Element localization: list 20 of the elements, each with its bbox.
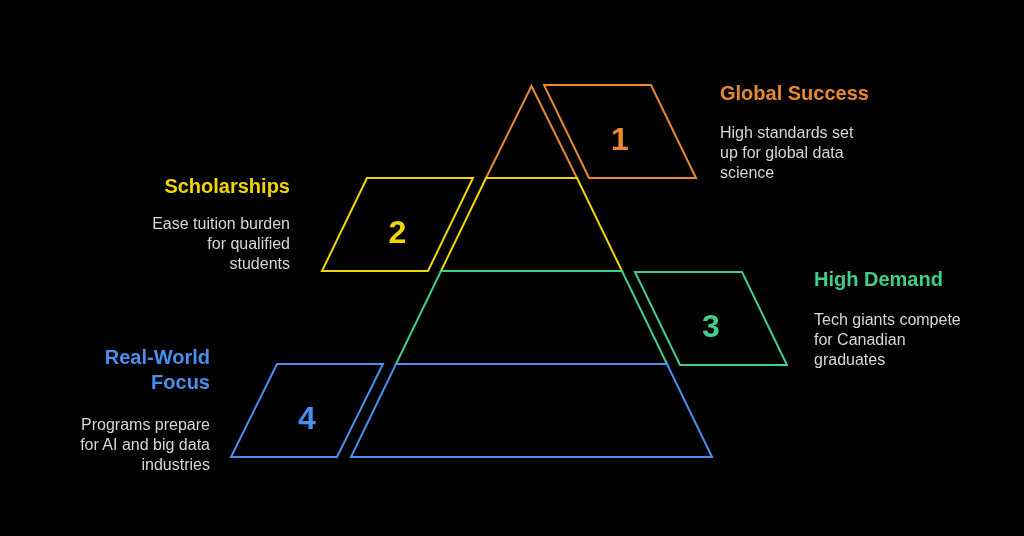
pyramid-apex-triangle — [486, 86, 577, 178]
description: Tech giants compete for Canadian graduates — [814, 310, 962, 370]
numbered-parallelogram — [231, 364, 383, 457]
heading: High Demand — [814, 267, 944, 292]
step-number: 4 — [298, 400, 316, 435]
description: Programs prepare for AI and big data industries — [79, 415, 210, 475]
heading: Global Success — [720, 81, 870, 106]
description: High standards set up for global data science — [720, 123, 855, 183]
step-number: 2 — [388, 214, 407, 249]
pyramid-tier — [396, 271, 667, 364]
step-number: 3 — [702, 308, 720, 343]
pyramid-tier — [351, 364, 712, 457]
step-number: 1 — [611, 121, 629, 156]
heading: Scholarships — [163, 174, 290, 199]
numbered-parallelogram — [635, 272, 787, 365]
numbered-parallelogram — [322, 178, 473, 271]
heading: Real-World Focus — [103, 345, 210, 395]
numbered-parallelogram — [544, 85, 696, 178]
description: Ease tuition burden for qualified students — [151, 214, 290, 274]
pyramid-tier — [441, 178, 622, 271]
